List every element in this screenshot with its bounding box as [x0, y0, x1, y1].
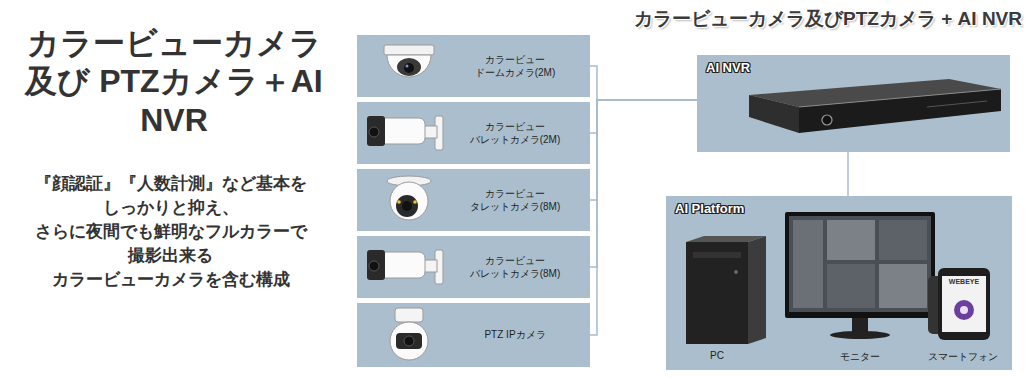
connector-line — [590, 66, 697, 100]
bullet-camera-picture — [357, 102, 457, 164]
camera-label: カラービュー バレットカメラ(2M) — [455, 120, 575, 147]
diagram-title: カラービューカメラ及びPTZカメラ + AI NVR — [634, 6, 1022, 32]
device-caption: PC — [687, 350, 747, 361]
camera-box: カラービュー バレットカメラ(2M) — [357, 102, 590, 164]
connector-line — [590, 100, 697, 133]
device-caption: スマートフォン — [918, 350, 1008, 364]
main-heading: カラービューカメラ 及び PTZカメラ＋AI NVR — [4, 24, 344, 139]
smartphone-picture — [928, 268, 990, 340]
device-caption: モニター — [810, 350, 910, 364]
camera-label-area: カラービュー バレットカメラ(2M) — [449, 102, 581, 164]
camera-label: カラービュー タレットカメラ(8M) — [455, 187, 575, 214]
bullet-camera-picture — [357, 236, 457, 298]
pc-picture — [686, 236, 766, 344]
monitor-picture — [785, 212, 935, 339]
dome-camera-picture — [357, 35, 457, 97]
turret-camera-picture — [357, 169, 457, 231]
panel-heading: AI Platform — [675, 201, 744, 216]
camera-label-area: カラービュー タレットカメラ(8M) — [449, 169, 581, 231]
camera-label: PTZ IPカメラ — [455, 328, 575, 342]
nvr-panel: AI NVR — [697, 55, 1010, 152]
camera-label: カラービュー バレットカメラ(8M) — [455, 254, 575, 281]
camera-box: カラービュー タレットカメラ(8M) — [357, 169, 590, 231]
camera-box: カラービュー バレットカメラ(8M) — [357, 236, 590, 298]
description-text: 『顔認証』『人数計測』など基本を しっかりと抑え、 さらに夜間でも鮮明なフルカラ… — [13, 172, 328, 292]
platform-panel: AI PlatformPC モニタースマートフォン WEBEYE — [666, 196, 1012, 370]
screen-logo-text: WEBEYE — [942, 278, 986, 285]
camera-label: カラービュー ドームカメラ(2M) — [455, 53, 575, 80]
ptz-camera-picture — [357, 303, 457, 367]
connector-line — [590, 100, 697, 200]
camera-label-area: カラービュー ドームカメラ(2M) — [449, 35, 581, 97]
camera-label-area: PTZ IPカメラ — [449, 303, 581, 367]
connector-line — [847, 152, 849, 196]
camera-box: PTZ IPカメラ — [357, 303, 590, 367]
panel-heading: AI NVR — [706, 60, 750, 75]
camera-label-area: カラービュー バレットカメラ(8M) — [449, 236, 581, 298]
camera-box: カラービュー ドームカメラ(2M) — [357, 35, 590, 97]
